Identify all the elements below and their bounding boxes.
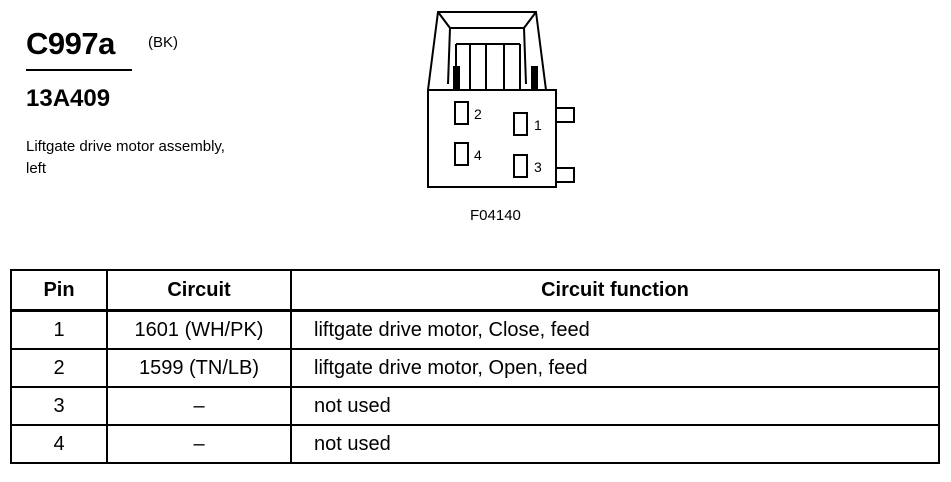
pin-label-2: 2 bbox=[474, 106, 482, 122]
connector-body bbox=[427, 89, 557, 188]
header-circuit: Circuit bbox=[106, 269, 292, 312]
table-row: 3 – not used bbox=[10, 386, 940, 426]
side-tab-lower bbox=[555, 167, 575, 183]
cavity-4 bbox=[454, 142, 469, 166]
header-pin: Pin bbox=[10, 269, 108, 312]
cell-circuit: 1599 (TN/LB) bbox=[106, 348, 292, 388]
cell-circuit: – bbox=[106, 424, 292, 464]
side-tab-upper bbox=[555, 107, 575, 123]
connector-description: Liftgate drive motor assembly, left bbox=[26, 138, 225, 177]
cell-function: not used bbox=[290, 424, 940, 464]
cell-function: not used bbox=[290, 386, 940, 426]
header-function: Circuit function bbox=[290, 269, 940, 312]
table-row: 4 – not used bbox=[10, 424, 940, 464]
cell-function: liftgate drive motor, Open, feed bbox=[290, 348, 940, 388]
cavity-3 bbox=[513, 154, 528, 178]
cell-pin: 2 bbox=[10, 348, 108, 388]
pin-label-4: 4 bbox=[474, 147, 482, 163]
cell-pin: 3 bbox=[10, 386, 108, 426]
pin-label-3: 3 bbox=[534, 159, 542, 175]
latch-tab-left bbox=[453, 66, 460, 90]
part-number: 13A409 bbox=[26, 85, 111, 112]
pinout-table: Pin Circuit Circuit function 1 1601 (WH/… bbox=[10, 269, 940, 464]
connector-latch bbox=[427, 11, 547, 91]
table-header-row: Pin Circuit Circuit function bbox=[10, 269, 940, 312]
cell-function: liftgate drive motor, Close, feed bbox=[290, 309, 940, 350]
cell-pin: 4 bbox=[10, 424, 108, 464]
cell-circuit: 1601 (WH/PK) bbox=[106, 309, 292, 350]
cell-pin: 1 bbox=[10, 309, 108, 350]
pin-label-1: 1 bbox=[534, 117, 542, 133]
connector-diagram: 2 1 4 3 bbox=[427, 11, 575, 188]
cell-circuit: – bbox=[106, 386, 292, 426]
latch-tab-right bbox=[531, 66, 538, 90]
title-underline bbox=[26, 69, 132, 71]
table-row: 1 1601 (WH/PK) liftgate drive motor, Clo… bbox=[10, 309, 940, 350]
table-row: 2 1599 (TN/LB) liftgate drive motor, Ope… bbox=[10, 348, 940, 388]
cavity-2 bbox=[454, 101, 469, 125]
figure-id: F04140 bbox=[470, 207, 521, 224]
cavity-1 bbox=[513, 112, 528, 136]
connector-id: C997a bbox=[26, 26, 115, 61]
color-code: (BK) bbox=[148, 34, 178, 51]
